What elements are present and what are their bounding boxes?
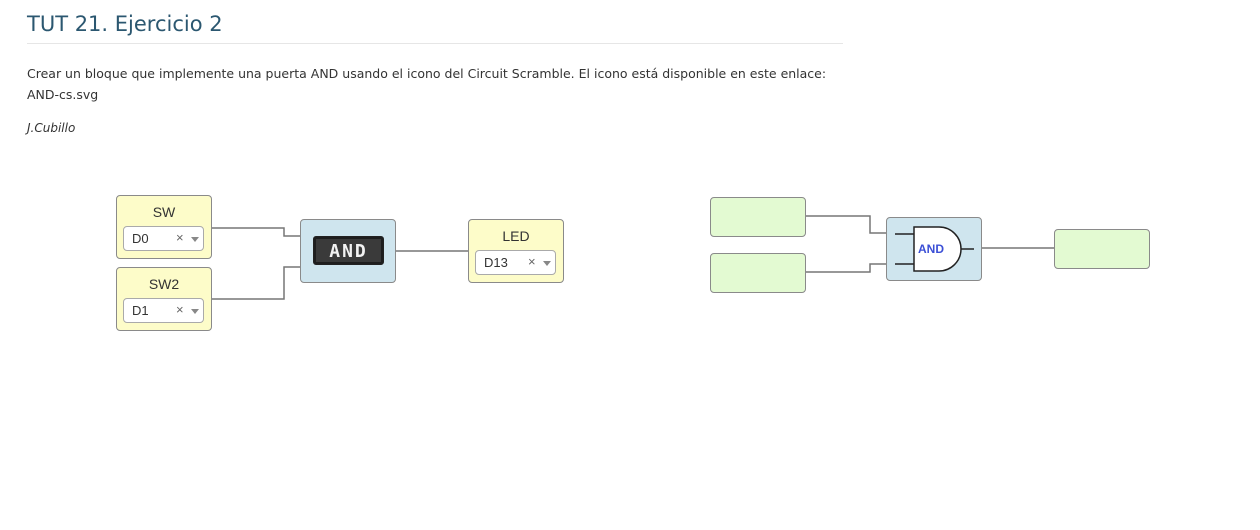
- caret-down-icon[interactable]: [191, 309, 199, 314]
- input-block-sw[interactable]: SW D0 ×: [116, 195, 212, 259]
- and-gate-block[interactable]: AND: [300, 219, 396, 283]
- and-gate-icon: AND: [895, 226, 974, 272]
- clear-icon[interactable]: ×: [176, 302, 184, 317]
- clear-icon[interactable]: ×: [528, 254, 536, 269]
- template-output-block[interactable]: [1054, 229, 1150, 269]
- clear-icon[interactable]: ×: [176, 230, 184, 245]
- template-input-block-2[interactable]: [710, 253, 806, 293]
- description-text: Crear un bloque que implemente una puert…: [27, 66, 827, 81]
- output-label: LED: [502, 228, 530, 244]
- pin-value: D1: [132, 303, 149, 318]
- input-block-sw2[interactable]: SW2 D1 ×: [116, 267, 212, 331]
- wire-in2-to-gate: [805, 263, 887, 273]
- and-chip-label: AND: [329, 241, 368, 262]
- template-input-block-1[interactable]: [710, 197, 806, 237]
- pin-value: D0: [132, 231, 149, 246]
- pin-select[interactable]: D13 ×: [475, 250, 556, 275]
- gate-label: AND: [918, 242, 944, 256]
- caret-down-icon[interactable]: [191, 237, 199, 242]
- output-block-led[interactable]: LED D13 ×: [468, 219, 564, 283]
- pin-value: D13: [484, 255, 508, 270]
- page-title: TUT 21. Ejercicio 2: [27, 12, 223, 36]
- description: Crear un bloque que implemente una puert…: [27, 63, 847, 105]
- caret-down-icon[interactable]: [543, 261, 551, 266]
- wire-sw2-to-and: [211, 266, 301, 300]
- wire-in1-to-gate: [805, 215, 887, 234]
- wire-sw-to-and: [211, 227, 301, 237]
- and-chip-icon: AND: [313, 236, 384, 265]
- svg-link[interactable]: AND-cs.svg: [27, 87, 99, 102]
- input-label: SW: [152, 204, 176, 220]
- template-gate-block[interactable]: AND: [886, 217, 982, 281]
- pin-select[interactable]: D0 ×: [123, 226, 204, 251]
- pin-select[interactable]: D1 ×: [123, 298, 204, 323]
- author: J.Cubillo: [27, 121, 76, 135]
- title-divider: [27, 43, 843, 44]
- input-label: SW2: [148, 276, 180, 292]
